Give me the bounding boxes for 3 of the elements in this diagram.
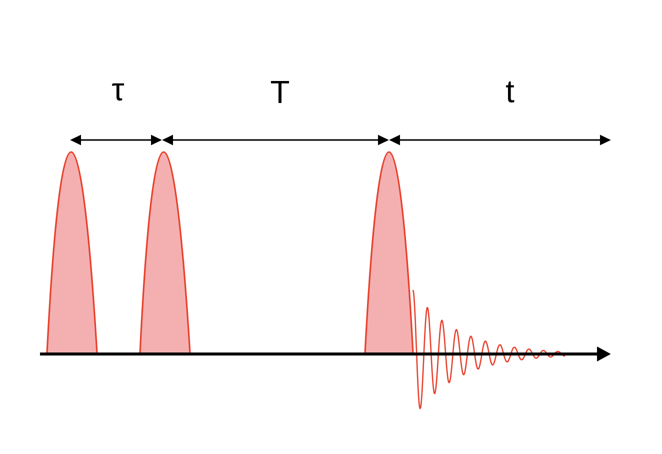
interval-label: τ <box>112 83 124 101</box>
interval-label: T <box>270 81 290 103</box>
interval-label: t <box>506 82 514 102</box>
